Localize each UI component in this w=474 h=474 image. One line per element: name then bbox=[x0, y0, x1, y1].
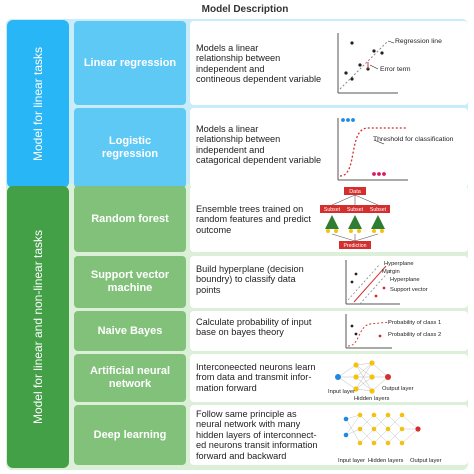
model-desc-deep-learning: Follow same principle as neural network … bbox=[190, 405, 468, 465]
description-line: hidden layers of interconnect- bbox=[196, 429, 317, 440]
description-line: random features and predict bbox=[196, 214, 311, 225]
support-vector-label: Support vector bbox=[390, 287, 428, 293]
input-layer-label: Input layer bbox=[328, 389, 355, 395]
description-line: contineous dependent variable bbox=[196, 74, 322, 85]
model-name-naive-bayes: Naive Bayes bbox=[74, 311, 186, 351]
hyperplane-label: Hyperplane bbox=[390, 277, 420, 283]
description-line: relationship between bbox=[196, 53, 281, 64]
description-line: forward and backward bbox=[196, 450, 287, 461]
model-name-text: Logistic regression bbox=[101, 135, 159, 160]
model-desc-naive-bayes: Calculate probability of input base on b… bbox=[190, 311, 468, 351]
description-line: from data and transmit infor- bbox=[196, 372, 312, 383]
description-text: Build hyperplane (decision boundry) to c… bbox=[196, 264, 304, 295]
input-layer-label: Input layer bbox=[338, 458, 365, 464]
model-name-text: Linear regression bbox=[83, 56, 177, 69]
linear-group-header: Model for linear tasks bbox=[7, 20, 69, 188]
svm-plot-icon: Hyperplane Margin Hyperplane Support vec… bbox=[345, 260, 428, 305]
description-line: Interconeected neurons learn bbox=[196, 362, 316, 372]
model-desc-linear-regression: Models a linear relationship between ind… bbox=[190, 21, 468, 105]
model-desc-random-forest: Ensemble trees trained on random feature… bbox=[190, 186, 468, 252]
model-name-text: Deep learning bbox=[93, 428, 167, 441]
margin-label: Margin bbox=[382, 269, 400, 275]
description-text: Interconeected neurons learn from data a… bbox=[196, 362, 316, 393]
model-desc-support-vector-machine: Build hyperplane (decision boundry) to c… bbox=[190, 256, 468, 308]
subset-label: Subset bbox=[324, 207, 341, 213]
description-line: catagorical dependent variable bbox=[196, 155, 322, 166]
tree-icon bbox=[325, 215, 339, 233]
sigmoid-plot-icon: Threshold for classification bbox=[337, 118, 454, 181]
model-name-linear-regression: Linear regression bbox=[74, 21, 186, 105]
class1-probability-label: Probability of class 1 bbox=[388, 320, 441, 326]
description-line: Build hyperplane (decision bbox=[196, 264, 304, 274]
linear-group-label: Model for linear tasks bbox=[31, 46, 46, 162]
description-line: Ensemble trees trained on bbox=[196, 204, 304, 214]
neural-network-icon: Input layer Output layer Hidden layers bbox=[328, 360, 414, 402]
error-term-label: Error term bbox=[380, 66, 411, 73]
subset-label: Subset bbox=[370, 207, 387, 213]
model-name-deep-learning: Deep learning bbox=[74, 405, 186, 465]
description-line: relationship between bbox=[196, 134, 281, 145]
prediction-node-label: Prediction bbox=[343, 243, 366, 249]
output-layer-label: Output layer bbox=[382, 386, 414, 392]
regression-line-label: Regression line bbox=[395, 38, 442, 45]
naive-bayes-plot-icon: Probability of class 1 Probability of cl… bbox=[345, 314, 441, 349]
description-line: boundry) to classify data bbox=[196, 274, 296, 285]
output-layer-label: Output layer bbox=[410, 458, 442, 464]
model-name-text: Naive Bayes bbox=[97, 324, 163, 337]
model-name-text: Artificial neural network bbox=[89, 365, 171, 390]
threshold-label: Threshold for classification bbox=[373, 136, 454, 143]
regression-plot-icon: Regression line Error term bbox=[337, 33, 442, 94]
hidden-layers-label: Hidden layers bbox=[368, 458, 404, 464]
description-line: neural network with many bbox=[196, 419, 301, 430]
model-desc-artificial-neural-network: Interconeected neurons learn from data a… bbox=[190, 354, 468, 402]
description-line: outcome bbox=[196, 224, 232, 235]
model-name-text: Random forest bbox=[91, 212, 169, 225]
random-forest-icon: Data Subset Subset Subset Prediction bbox=[320, 187, 390, 249]
description-line: points bbox=[196, 284, 221, 295]
hyperplane-label: Hyperplane bbox=[384, 261, 414, 267]
description-text: Ensemble trees trained on random feature… bbox=[196, 204, 311, 235]
model-name-support-vector-machine: Support vector machine bbox=[74, 256, 186, 308]
tree-icon bbox=[371, 215, 385, 233]
description-text: Models a linear relationship between ind… bbox=[196, 124, 321, 166]
nonlinear-group-label: Model for linear and non-linear tasks bbox=[31, 229, 46, 425]
description-text: Follow same principle as neural network … bbox=[196, 409, 318, 461]
description-line: Models a linear bbox=[196, 124, 259, 134]
model-name-logistic-regression: Logistic regression bbox=[74, 108, 186, 188]
class2-probability-label: Probability of class 2 bbox=[388, 332, 441, 338]
subset-label: Subset bbox=[347, 207, 364, 213]
description-line: Calculate probability of input bbox=[196, 317, 312, 327]
model-name-text: Support vector machine bbox=[90, 269, 170, 294]
description-line: independent and bbox=[196, 144, 265, 155]
description-text: Models a linear relationship between ind… bbox=[196, 43, 321, 85]
model-name-artificial-neural-network: Artificial neural network bbox=[74, 354, 186, 402]
diagram-title: Model Description bbox=[201, 4, 289, 15]
tree-icon bbox=[348, 215, 362, 233]
description-line: base on bayes theory bbox=[196, 327, 284, 338]
data-node-label: Data bbox=[349, 189, 362, 195]
description-line: ed neurons transit information bbox=[196, 440, 318, 451]
description-line: Models a linear bbox=[196, 43, 259, 53]
model-desc-logistic-regression: Models a linear relationship between ind… bbox=[190, 108, 468, 188]
description-line: mation forward bbox=[196, 382, 257, 393]
model-name-random-forest: Random forest bbox=[74, 186, 186, 252]
description-line: independent and bbox=[196, 63, 265, 74]
deep-network-icon: Input layer Hidden layers Output layer bbox=[338, 412, 442, 464]
nonlinear-group-header: Model for linear and non-linear tasks bbox=[7, 186, 69, 468]
hidden-layers-label: Hidden layers bbox=[354, 396, 390, 402]
description-text: Calculate probability of input base on b… bbox=[196, 317, 311, 338]
description-line: Follow same principle as bbox=[196, 409, 297, 419]
